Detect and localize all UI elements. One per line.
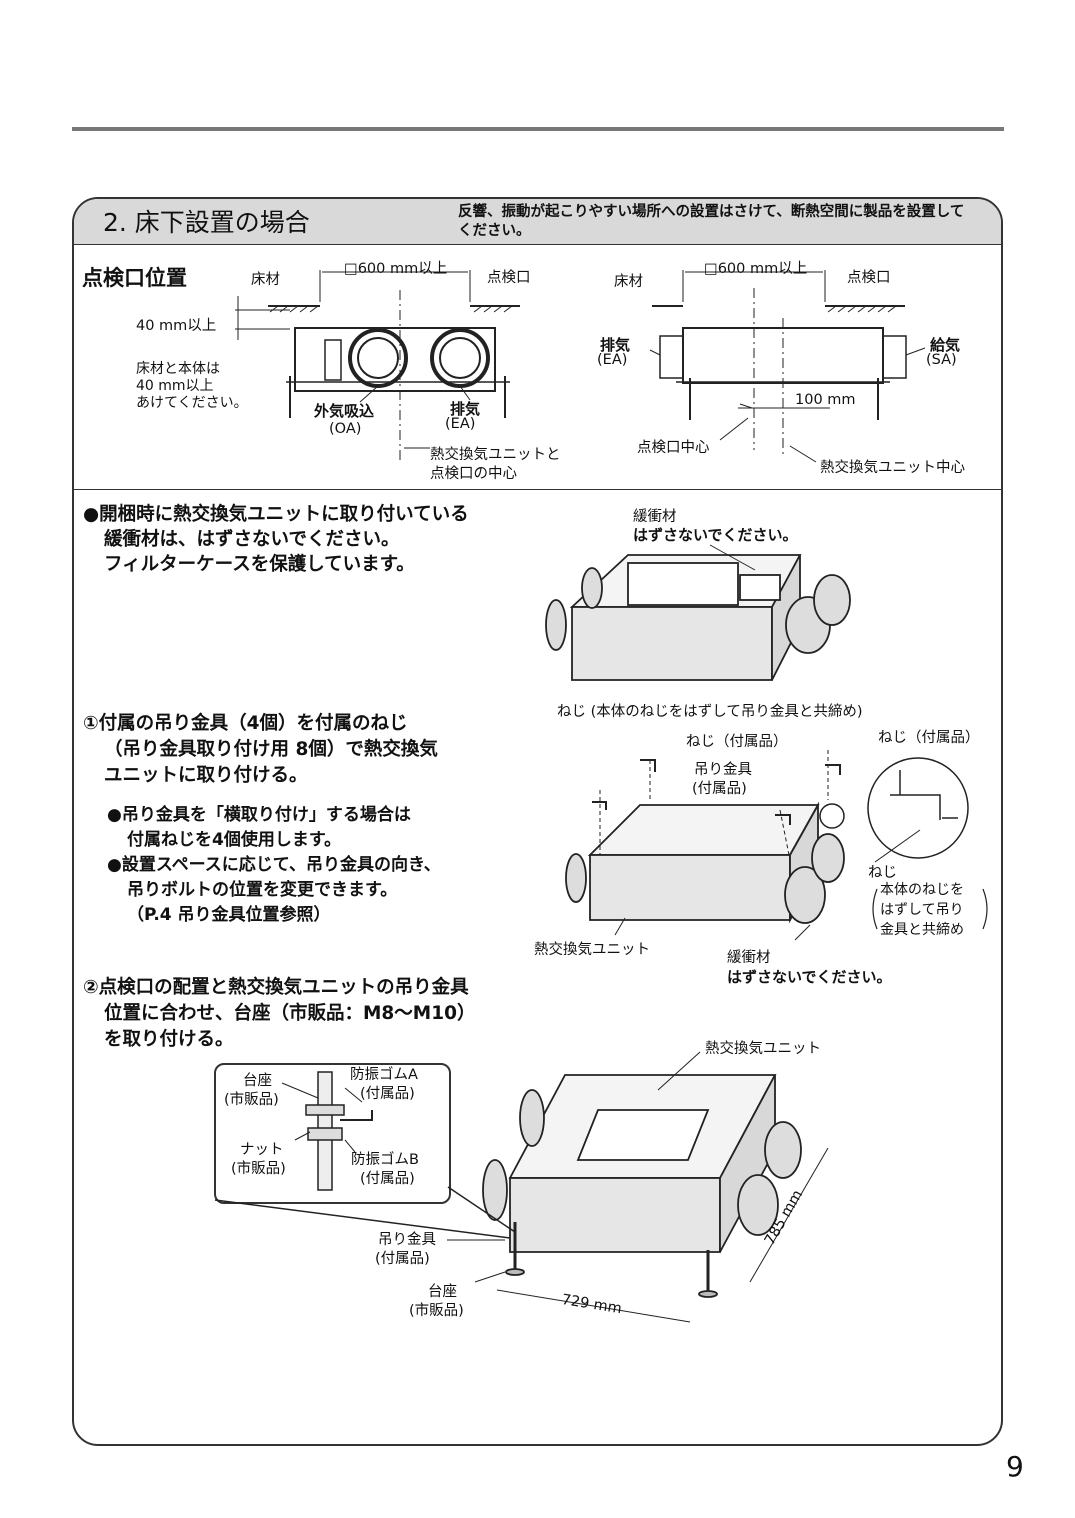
inset-base-label: 台座 [243,1073,272,1089]
inset-base-sub: (市販品) [224,1092,279,1108]
step1-cushion-label-2: はずさないでください。 [727,968,892,986]
step2-base-label: 台座 [428,1284,457,1300]
inset-rubber-b-label: 防振ゴムB [351,1152,419,1168]
inset-rubber-a-label: 防振ゴムA [350,1067,418,1083]
left-gap-label: 40 mm以上 [136,318,217,334]
left-oa-label: 外気吸込 [314,402,375,420]
right-size-label: □600 mm以上 [704,261,808,277]
step1-bullet-5: （P.4 吊り金具位置参照） [127,905,331,925]
right-offset-label: 100 mm [795,392,856,408]
step1-bullet-3: ●設置スペースに応じて、吊り金具の向き、 [107,855,441,875]
right-sa-code: (SA) [926,352,957,368]
right-floor [652,270,905,455]
inset-nut-sub: (市販品) [231,1161,286,1177]
step1-line-2: （吊り金具取り付け用 8個）で熱交換気 [104,739,438,760]
step1-unit-label: 熱交換気ユニット [534,942,650,958]
top-rule [72,127,1004,131]
step1-bullet-4: 吊りボルトの位置を変更できます。 [127,880,398,900]
step1-screw-acc-label: ねじ（付属品） [686,734,788,750]
step1-screw2-note-1: 本体のねじを [880,882,964,898]
step2-line-2: 位置に合わせ、台座（市販品：M8〜M10） [104,1003,476,1024]
left-oa-code: (OA) [329,421,362,437]
right-floor-label: 床材 [614,274,643,290]
cushion-fig-label-1: 緩衝材 [633,509,677,525]
step1-cushion-label-1: 緩衝材 [727,950,771,966]
cushion-note-3: フィルターケースを保護しています。 [104,554,415,575]
divider-1 [74,489,1001,490]
step1-screw-body-label: ねじ (本体のねじをはずして吊り金具と共締め) [557,704,863,720]
left-gap-note-2: 40 mm以上 [136,378,214,394]
inset-rubber-b-sub: (付属品) [360,1171,415,1187]
right-opening-label: 点検口 [847,270,891,286]
left-opening-label: 点検口 [487,270,531,286]
step1-bracket-sub: (付属品) [692,781,747,797]
step2-line-1: ②点検口の配置と熱交換気ユニットの吊り金具 [83,977,469,998]
step1-bullet-2: 付属ねじを4個使用します。 [127,830,342,850]
step1-bracket-label: 吊り金具 [694,762,752,778]
page-number: 9 [1006,1450,1024,1483]
left-floor-label: 床材 [251,272,280,288]
section-panel [72,197,1003,1446]
step2-line-3: を取り付ける。 [104,1029,234,1050]
step1-screw2-label: ねじ [868,865,897,881]
right-opening-center-label: 点検口中心 [637,440,710,456]
inset-nut-label: ナット [240,1142,284,1158]
step1-screw2-note-3: 金具と共締め [880,922,964,938]
right-ea-code: (EA) [597,352,628,368]
section-note: 反響、振動が起こりやすい場所への設置はさけて、断熱空間に製品を設置してください。 [458,204,965,239]
right-unit [649,327,926,463]
inset-rubber-a-sub: (付属品) [360,1086,415,1102]
step1-bullet-1: ●吊り金具を「横取り付け」する場合は [107,805,411,825]
step2-base-sub: (市販品) [409,1303,464,1319]
left-gap-note-1: 床材と本体は [136,361,220,377]
right-unit-center-label: 熱交換気ユニット中心 [820,460,965,476]
right-sa-label: 給気 [930,336,961,354]
step1-line-3: ユニットに取り付ける。 [104,765,308,786]
left-center-label-2: 点検口の中心 [430,466,517,482]
left-center-label-1: 熱交換気ユニットと [430,447,561,463]
cushion-note-2: 緩衝材は、はずさないでください。 [104,529,400,550]
cushion-fig-label-2: はずさないでください。 [633,526,798,544]
left-unit [286,327,510,449]
section-header [74,199,1001,245]
inspection-heading: 点検口位置 [82,266,187,290]
step1-screw-acc-right-label: ねじ（付属品） [878,730,980,746]
left-ea-code: (EA) [445,416,476,432]
cushion-note-1: ●開梱時に熱交換気ユニットに取り付いている [83,504,469,525]
step1-line-1: ①付属の吊り金具（4個）を付属のねじ [83,713,408,734]
right-ea-label: 排気 [600,336,631,354]
step2-unit-label: 熱交換気ユニット [705,1041,821,1057]
left-gap-note-3: あけてください。 [136,395,248,411]
left-ea-label: 排気 [450,400,481,418]
section-title: 2. 床下設置の場合 [103,208,310,237]
left-size-label: □600 mm以上 [344,261,448,277]
step2-bracket-sub: (付属品) [375,1251,430,1267]
step1-screw2-note-2: はずして吊り [880,902,964,918]
step2-bracket-label: 吊り金具 [378,1232,436,1248]
